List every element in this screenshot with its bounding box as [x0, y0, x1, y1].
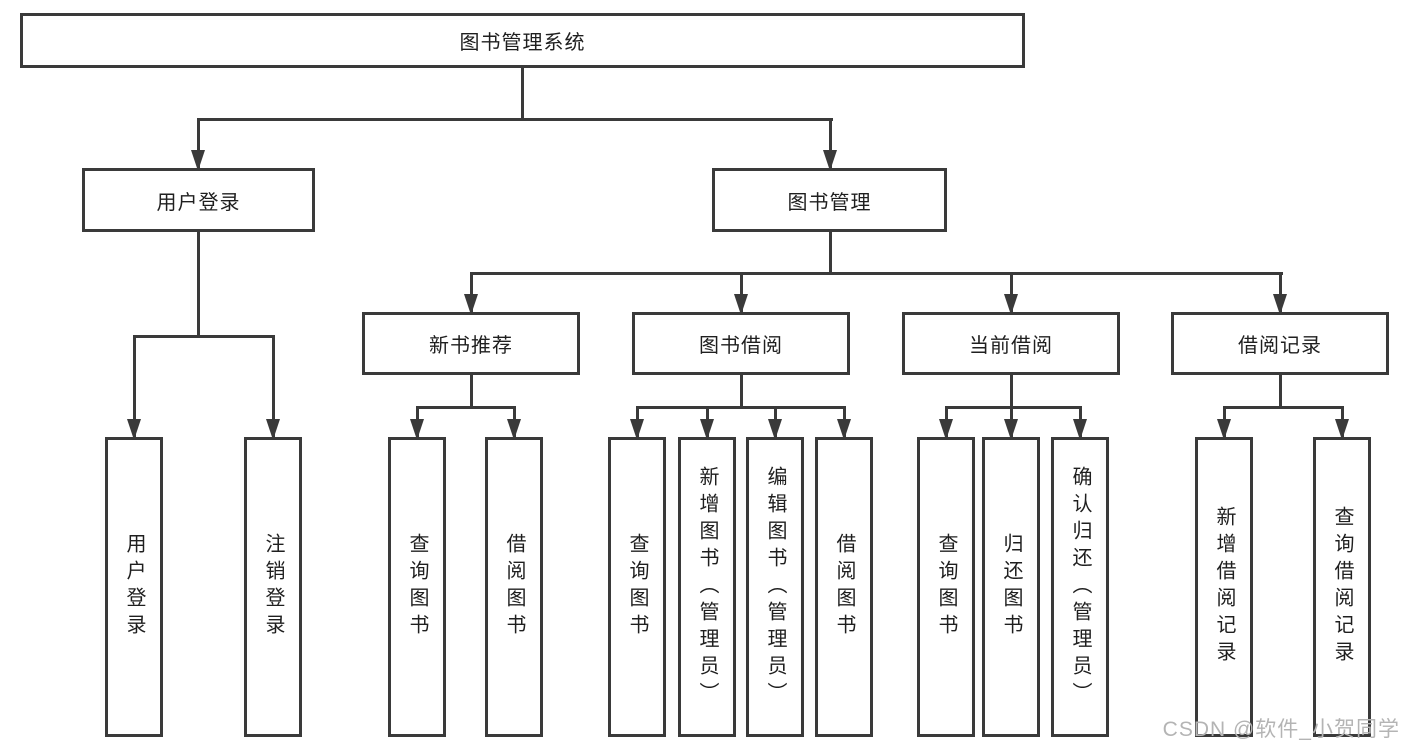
arrow-down-icon	[1217, 419, 1231, 440]
arrow-down-icon	[191, 150, 205, 171]
connector-user-login-rail	[132, 335, 275, 338]
connector-stem-user-login	[196, 118, 200, 170]
connector-user-login-drop	[196, 232, 200, 338]
connector-new-book-drop	[469, 375, 473, 409]
arrow-down-icon	[1335, 419, 1349, 440]
connector-stem-new-book	[469, 272, 473, 314]
connector-new-book-rail	[415, 406, 516, 409]
arrow-down-icon	[1004, 294, 1018, 315]
connector-book-management-drop	[828, 232, 832, 275]
leaf-borrow-query-books-label: 查询图书	[626, 533, 648, 641]
leaf-borrow-edit-books-admin-label: 编辑图书（管理员）	[764, 465, 786, 709]
node-current-borrow: 当前借阅	[902, 312, 1120, 375]
leaf-current-return-books: 归还图书	[982, 437, 1040, 737]
arrow-down-icon	[464, 294, 478, 315]
connector-book-borrow-rail	[635, 406, 846, 409]
arrow-down-icon	[837, 419, 851, 440]
leaf-user-login: 用户登录	[105, 437, 163, 737]
leaf-records-query-record-label: 查询借阅记录	[1331, 506, 1353, 668]
node-borrow-records-label: 借阅记录	[1238, 335, 1322, 357]
connector-stem-leaf	[271, 335, 275, 439]
node-user-login: 用户登录	[82, 168, 315, 232]
node-borrow-records: 借阅记录	[1171, 312, 1389, 375]
leaf-records-add-record: 新增借阅记录	[1195, 437, 1253, 737]
connector-book-borrow-drop	[739, 375, 743, 409]
leaf-borrow-edit-books-admin: 编辑图书（管理员）	[746, 437, 804, 737]
arrow-down-icon	[1073, 419, 1087, 440]
connector-stem-leaf	[132, 335, 136, 439]
arrow-down-icon	[768, 419, 782, 440]
connector-level3-rail	[469, 272, 1283, 275]
leaf-user-login-label: 用户登录	[123, 533, 145, 641]
arrow-down-icon	[266, 419, 280, 440]
leaf-records-query-record: 查询借阅记录	[1313, 437, 1371, 737]
connector-stem-borrow-records	[1278, 272, 1282, 314]
connector-stem-book-borrow	[739, 272, 743, 314]
leaf-borrow-borrow-books: 借阅图书	[815, 437, 873, 737]
node-root-label: 图书管理系统	[459, 32, 586, 54]
connector-current-borrow-drop	[1009, 375, 1013, 409]
leaf-current-query-books: 查询图书	[917, 437, 975, 737]
node-new-book-recommend-label: 新书推荐	[429, 335, 513, 357]
arrow-down-icon	[410, 419, 424, 440]
node-user-login-label: 用户登录	[156, 191, 241, 214]
leaf-newbook-query-books: 查询图书	[388, 437, 446, 737]
arrow-down-icon	[939, 419, 953, 440]
arrow-down-icon	[700, 419, 714, 440]
node-book-borrow: 图书借阅	[632, 312, 850, 375]
leaf-current-query-books-label: 查询图书	[935, 533, 957, 641]
leaf-current-confirm-return-admin-label: 确认归还（管理员）	[1069, 465, 1091, 709]
arrow-down-icon	[1273, 294, 1287, 315]
node-new-book-recommend: 新书推荐	[362, 312, 580, 375]
arrow-down-icon	[823, 150, 837, 171]
node-root: 图书管理系统	[20, 13, 1025, 68]
leaf-records-add-record-label: 新增借阅记录	[1213, 506, 1235, 668]
node-book-management: 图书管理	[712, 168, 947, 232]
connector-root-drop	[520, 68, 524, 121]
leaf-borrow-query-books: 查询图书	[608, 437, 666, 737]
arrow-down-icon	[1004, 419, 1018, 440]
leaf-current-confirm-return-admin: 确认归还（管理员）	[1051, 437, 1109, 737]
leaf-newbook-borrow-books: 借阅图书	[485, 437, 543, 737]
arrow-down-icon	[734, 294, 748, 315]
connector-borrow-records-drop	[1278, 375, 1282, 409]
connector-stem-book-management	[828, 118, 832, 170]
connector-borrow-records-rail	[1222, 406, 1344, 409]
connector-stem-current-borrow	[1009, 272, 1013, 314]
leaf-borrow-add-books-admin-label: 新增图书（管理员）	[696, 465, 718, 709]
node-current-borrow-label: 当前借阅	[969, 335, 1053, 357]
connector-level2-rail	[196, 118, 833, 121]
leaf-newbook-query-books-label: 查询图书	[406, 533, 428, 641]
arrow-down-icon	[630, 419, 644, 440]
leaf-borrow-borrow-books-label: 借阅图书	[833, 533, 855, 641]
csdn-watermark: CSDN @软件_小贺同学	[1162, 718, 1400, 741]
connector-current-borrow-rail	[944, 406, 1082, 409]
leaf-borrow-add-books-admin: 新增图书（管理员）	[678, 437, 736, 737]
arrow-down-icon	[127, 419, 141, 440]
leaf-logout: 注销登录	[244, 437, 302, 737]
node-book-borrow-label: 图书借阅	[699, 335, 783, 357]
leaf-current-return-books-label: 归还图书	[1000, 533, 1022, 641]
leaf-newbook-borrow-books-label: 借阅图书	[503, 533, 525, 641]
node-book-management-label: 图书管理	[787, 191, 872, 214]
leaf-logout-label: 注销登录	[262, 533, 284, 641]
arrow-down-icon	[507, 419, 521, 440]
